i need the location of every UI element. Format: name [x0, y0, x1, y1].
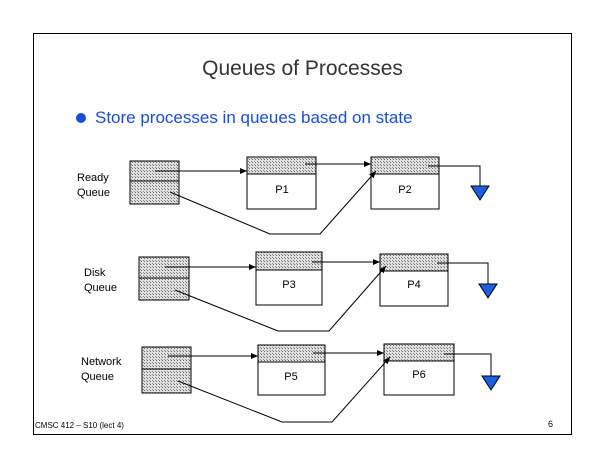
queue-label-line: Ready — [77, 172, 109, 184]
slide-footer: CMSC 412 – S10 (lect 4) — [35, 421, 124, 430]
queue-label-line: Queue — [81, 371, 115, 383]
queue-label-line: Queue — [77, 187, 111, 199]
process-label-p1: P1 — [275, 184, 289, 196]
slide-title: Queues of Processes — [202, 57, 403, 80]
queue-label-network: Network Queue — [81, 355, 121, 385]
process-label-p6: P6 — [412, 369, 426, 381]
queue-label-disk: Disk Queue — [84, 266, 117, 296]
ground-icon — [481, 375, 501, 391]
queue-label-ready: Ready Queue — [77, 171, 110, 201]
bullet-text: Store processes in queues based on state — [95, 108, 413, 127]
bullet-dot-icon — [76, 113, 86, 123]
process-label-p3: P3 — [282, 279, 296, 291]
disk-queue-diagram — [138, 251, 498, 332]
ready-queue-head — [129, 160, 180, 205]
queue-label-line: Network — [81, 356, 122, 368]
network-queue-diagram — [141, 343, 501, 423]
process-label-p5: P5 — [284, 371, 298, 383]
ground-icon — [470, 185, 490, 201]
ground-icon — [478, 283, 498, 299]
slide-frame — [33, 33, 572, 435]
page-number: 6 — [548, 419, 554, 429]
network-queue-head — [141, 346, 192, 394]
queue-label-line: Disk — [84, 267, 106, 279]
ready-queue-diagram — [129, 156, 490, 235]
process-label-p2: P2 — [398, 184, 412, 196]
queue-label-line: Queue — [84, 282, 118, 294]
process-label-p4: P4 — [407, 279, 421, 291]
